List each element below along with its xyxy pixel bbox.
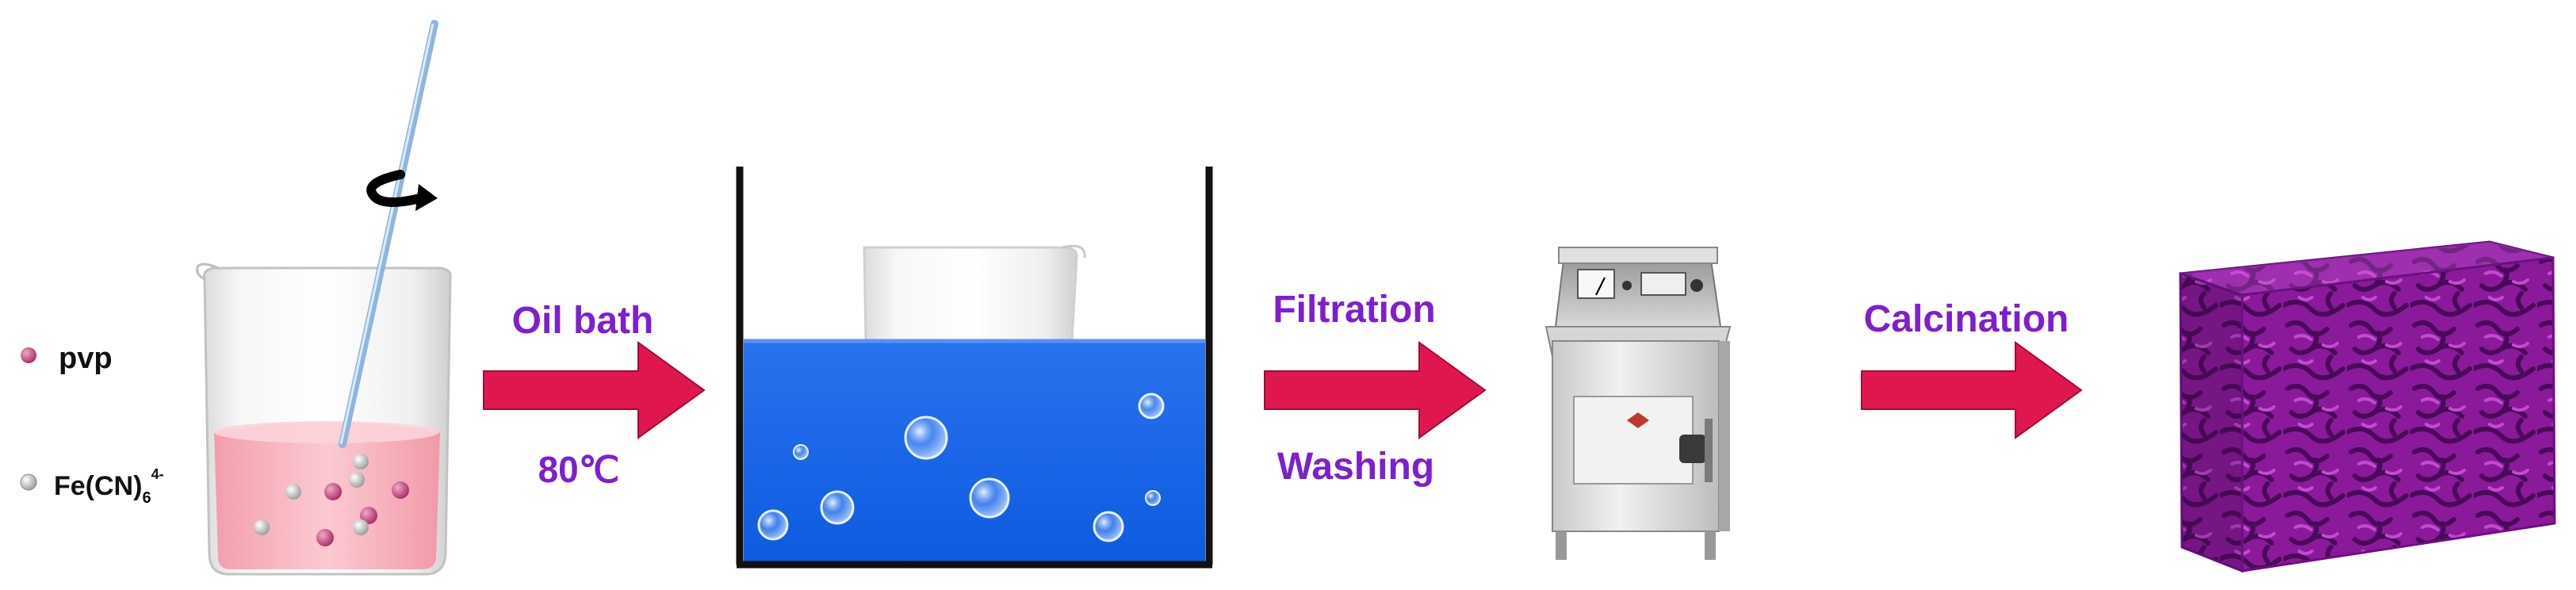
fe-particle xyxy=(254,519,270,535)
pvp-particle xyxy=(324,483,342,500)
oil-bath-label: Oil bath xyxy=(512,300,654,342)
pvp-marker-icon xyxy=(21,347,36,363)
bubble xyxy=(793,444,809,460)
temperature-label: 80℃ xyxy=(538,449,620,490)
fe-particle xyxy=(349,472,365,488)
stirring-rod xyxy=(339,20,438,448)
arrow-2-icon xyxy=(1264,341,1487,439)
ferrocyanide-marker-icon xyxy=(20,473,37,491)
stirring-beaker xyxy=(196,20,452,576)
bubble xyxy=(969,477,1010,519)
door-handle-icon xyxy=(1679,435,1706,463)
fe-particle xyxy=(285,484,301,500)
filtration-label: Filtration xyxy=(1273,289,1435,331)
oil-bath-container xyxy=(736,167,1213,569)
fe-particle xyxy=(353,454,369,469)
cube-side-face xyxy=(2241,256,2556,573)
pvp-particle xyxy=(360,507,377,524)
water-bath xyxy=(744,339,1205,563)
muffle-furnace xyxy=(1544,247,1732,560)
arrow-1-icon xyxy=(483,341,706,439)
inner-beaker xyxy=(863,246,1078,343)
knob-icon xyxy=(1690,279,1703,292)
bubble xyxy=(1145,490,1161,506)
bubble xyxy=(1093,511,1124,542)
bubble xyxy=(904,416,948,460)
calcination-label: Calcination xyxy=(1864,298,2069,340)
washing-label: Washing xyxy=(1277,446,1434,488)
particles xyxy=(254,454,409,546)
legend-ferrocyanide-label: Fe(CN)64- xyxy=(54,466,164,507)
bubble xyxy=(1138,393,1165,420)
legend-pvp-label: pvp xyxy=(59,342,113,375)
furnace-door xyxy=(1573,396,1694,485)
arrow-3-icon xyxy=(1861,341,2083,439)
porous-product-cube xyxy=(2179,240,2556,573)
step-arrow-1: Oil bath 80℃ xyxy=(483,300,706,490)
rotation-arrow-icon xyxy=(366,170,438,211)
step-arrow-3: Calcination xyxy=(1861,298,2083,439)
step-arrow-2: Filtration Washing xyxy=(1264,289,1487,488)
bubble xyxy=(820,490,855,525)
pvp-particle xyxy=(316,529,334,546)
pvp-particle xyxy=(392,481,409,499)
bubbles xyxy=(757,393,1165,542)
bubble xyxy=(757,509,789,541)
legend: pvp Fe(CN)64- xyxy=(20,342,164,507)
fe-particle xyxy=(353,519,369,535)
